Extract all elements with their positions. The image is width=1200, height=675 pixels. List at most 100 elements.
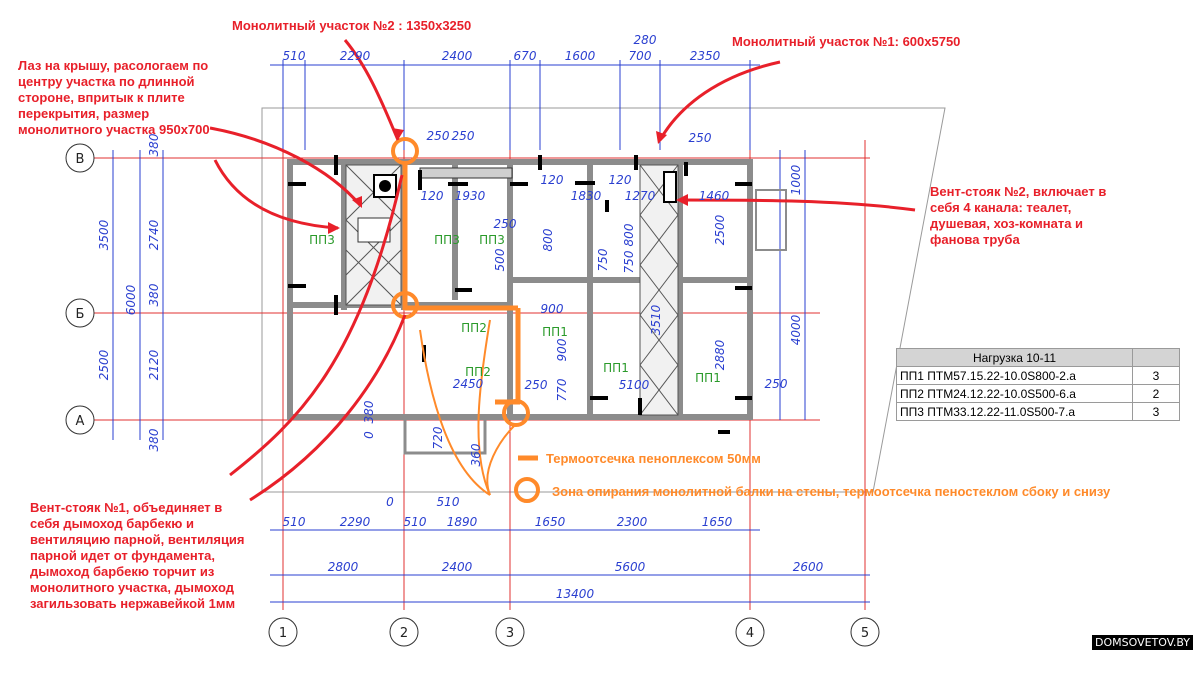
dim-inner-31: 510 [437, 495, 460, 509]
dim-inner-25: 770 [555, 378, 569, 401]
dim-top-6: 2350 [690, 49, 721, 63]
arrow-heads [328, 128, 688, 234]
watermark[interactable]: DOMSOVETOV.BY [1091, 634, 1194, 651]
dim-inner-6: 120 [609, 173, 632, 187]
dim-inner-20: 3510 [649, 304, 663, 335]
axis-row-b: Б [76, 307, 85, 322]
dimension-texts: 510 2290 2400 670 1600 700 2350 280 510 … [97, 33, 824, 601]
axis-labels: В Б А 1 2 3 4 5 [76, 152, 870, 641]
legend-arrows [419, 319, 516, 496]
dim-inner-30: 0 [386, 495, 394, 509]
axis-col-3: 3 [506, 626, 514, 641]
note-vent-stack-2: Вент-стояк №2, включает в себя 4 канала:… [930, 184, 1107, 247]
axis-bubbles [65, 143, 880, 647]
dim-bot1-5: 2300 [617, 515, 648, 529]
dim-inner-11: 2500 [713, 214, 727, 245]
dim-top-0: 510 [283, 49, 306, 63]
dim-inner-7: 1270 [625, 189, 656, 203]
slab-label-2: ПП3 [479, 233, 505, 247]
load-row-name: ПП2 ПТМ24.12.22-10.0S500-6.а [896, 384, 1133, 403]
dim-left-outer-0: 3500 [97, 219, 111, 250]
dim-bot1-4: 1650 [535, 515, 566, 529]
load-row-name: ПП1 ПТМ57.15.22-10.0S800-2.а [896, 366, 1133, 385]
axis-col-2: 2 [400, 626, 408, 641]
dim-inner-16: 900 [541, 302, 564, 316]
dim-right-0: 1000 [789, 164, 803, 195]
site-outline [261, 107, 946, 493]
dim-inner-8: 1460 [699, 189, 730, 203]
dim-left-inner-2: 2120 [147, 349, 161, 380]
dim-bot2-3: 2600 [793, 560, 824, 574]
legend-support-zone: Зона опирания монолитной балки на стены,… [552, 484, 1111, 499]
load-row-qty: 2 [1132, 384, 1180, 403]
axis-col-5: 5 [861, 626, 869, 641]
dim-inner-0: 250 [427, 129, 450, 143]
dim-inner-22: 5100 [619, 378, 650, 392]
table-row: ПП2 ПТМ24.12.22-10.0S500-6.а 2 [896, 384, 1180, 403]
dim-inner-15: 750 [596, 248, 610, 271]
dim-inner-14: 750 [622, 250, 636, 273]
dim-top-2: 2400 [442, 49, 473, 63]
vent-stack-2 [663, 171, 677, 203]
annotation-arrows [209, 39, 916, 502]
dim-left-total: 6000 [124, 284, 138, 315]
dim-inner-12: 500 [493, 248, 507, 271]
dim-bot2-1: 2400 [442, 560, 473, 574]
dim-inner-23: 250 [525, 378, 548, 392]
dim-inner-29: 0 [362, 431, 376, 439]
dim-inner-10: 800 [541, 228, 555, 251]
dim-bot1-0: 510 [283, 515, 306, 529]
dim-inner-5: 1830 [571, 189, 602, 203]
dim-inner-27: 360 [469, 443, 483, 466]
slab-labels: ПП3 ПП3 ПП3 ПП2 ПП2 ПП1 ПП1 ПП1 [309, 233, 721, 385]
load-row-name: ПП3 ПТМ33.12.22-11.0S500-7.а [896, 402, 1133, 421]
dim-inner-9: 250 [689, 131, 712, 145]
dim-inner-13: 800 [622, 223, 636, 246]
dim-top-extra: 280 [634, 33, 657, 47]
dim-inner-19: 2880 [713, 339, 727, 370]
dim-right-1: 4000 [789, 314, 803, 345]
dim-bot1-2: 510 [404, 515, 427, 529]
load-row-qty: 3 [1132, 402, 1180, 421]
vent-stack-1-pipe [379, 180, 391, 192]
side-steps [755, 189, 787, 251]
slab-label-1: ПП3 [434, 233, 460, 247]
dim-inner-24: 250 [765, 377, 788, 391]
legend-support-symbol [514, 477, 540, 503]
dim-bot1-6: 1650 [702, 515, 733, 529]
slab-label-6: ПП1 [603, 361, 629, 375]
axis-row-v: В [76, 152, 85, 167]
dim-left-inner-1: 380 [147, 283, 161, 306]
table-row: ПП3 ПТМ33.12.22-11.0S500-7.а 3 [896, 402, 1180, 421]
dim-inner-2: 120 [421, 189, 444, 203]
slab-label-7: ПП1 [695, 371, 721, 385]
dim-bot1-1: 2290 [340, 515, 371, 529]
slab-label-4: ПП2 [465, 365, 491, 379]
axis-col-1: 1 [279, 626, 287, 641]
note-roof-hatch: Лаз на крышу, расологаем по центру участ… [18, 58, 210, 137]
load-row-qty: 3 [1132, 366, 1180, 385]
axis-row-a: А [76, 414, 85, 429]
porch [403, 415, 487, 455]
axis-col-4: 4 [746, 626, 754, 641]
dim-left-outer-1: 2500 [97, 349, 111, 380]
legend-thermal-break: Термоотсечка пеноплексом 50мм [546, 451, 761, 466]
dim-left-small-1: 380 [147, 428, 161, 451]
dim-inner-4: 120 [541, 173, 564, 187]
dim-bot1-3: 1890 [447, 515, 478, 529]
dim-bot2-0: 2800 [328, 560, 359, 574]
insulation-band [419, 167, 513, 179]
dim-inner-28: 380 [362, 400, 376, 423]
dim-top-5: 700 [629, 49, 652, 63]
table-row: ПП1 ПТМ57.15.22-10.0S800-2.а 3 [896, 366, 1180, 385]
note-monolith-2: Монолитный участок №2 : 1350х3250 [232, 18, 472, 33]
dim-inner-1: 250 [452, 129, 475, 143]
dim-top-1: 2290 [340, 49, 371, 63]
thermal-break-marks [288, 155, 752, 434]
dim-top-3: 670 [514, 49, 537, 63]
dim-inner-17: 900 [555, 338, 569, 361]
dim-inner-18: 250 [494, 217, 517, 231]
note-vent-stack-1: Вент-стояк №1, объединяет в себя дымоход… [30, 500, 245, 611]
